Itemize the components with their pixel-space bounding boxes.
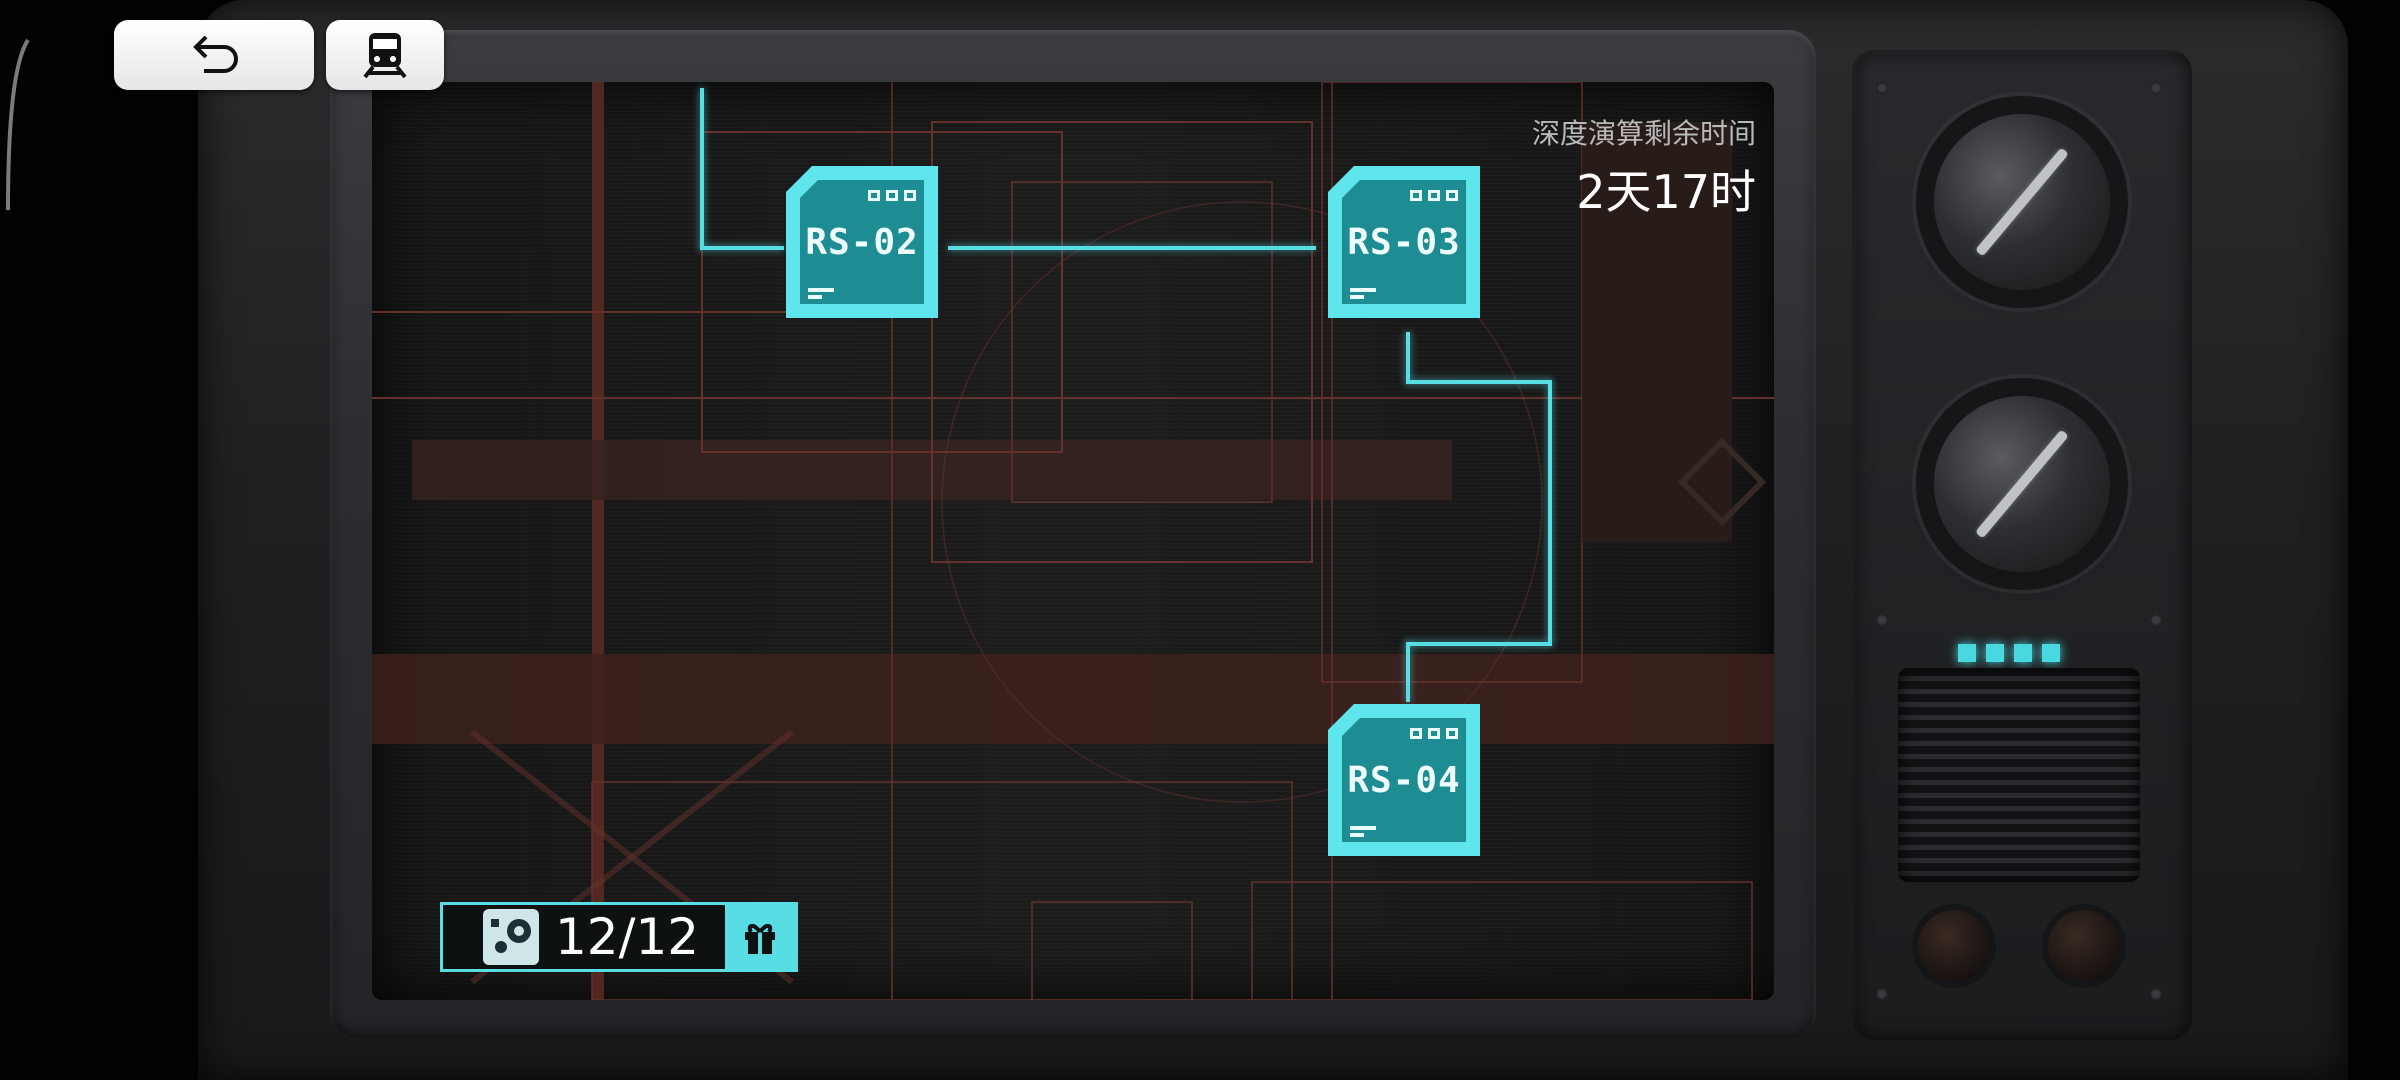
map-screen xyxy=(372,82,1774,1000)
node-face xyxy=(1342,180,1466,304)
screw xyxy=(1876,614,1888,626)
timer-label: 深度演算剩余时间 xyxy=(1531,117,1756,150)
node-label: RS-04 xyxy=(1347,760,1461,801)
connector-line xyxy=(700,88,704,248)
node-face xyxy=(1342,718,1466,842)
gift-icon xyxy=(745,924,775,954)
connector-line xyxy=(1406,332,1410,382)
connector-line xyxy=(700,246,784,250)
screw xyxy=(2150,988,2162,1000)
node-label: RS-03 xyxy=(1347,222,1461,263)
back-arrow-icon xyxy=(193,35,238,73)
connector-line xyxy=(1406,380,1550,384)
data-counter: 12/12 xyxy=(440,902,798,972)
connector-line xyxy=(1406,642,1552,646)
connector-line xyxy=(1548,380,1552,644)
screw xyxy=(1876,82,1888,94)
node-face xyxy=(800,180,924,304)
node-pins xyxy=(1410,728,1458,739)
node-label: RS-02 xyxy=(805,222,919,263)
screw xyxy=(2150,614,2162,626)
small-knob-left[interactable] xyxy=(1918,910,1990,982)
timer-value: 2天17时 xyxy=(1576,165,1756,219)
node-rs04[interactable]: RS-04 xyxy=(1328,704,1480,856)
connector-line xyxy=(948,246,1316,250)
screw xyxy=(1876,988,1888,1000)
dial-knob-top[interactable] xyxy=(1934,114,2110,290)
speaker-grille xyxy=(1898,668,2140,882)
node-pins xyxy=(1410,190,1458,201)
calculation-timer: 深度演算剩余时间 2天17时 xyxy=(1532,112,1756,222)
node-pins xyxy=(868,190,916,201)
counter-value: 12/12 xyxy=(555,908,700,966)
screw xyxy=(2150,82,2162,94)
node-rs02[interactable]: RS-02 xyxy=(786,166,938,318)
blueprint-background xyxy=(372,82,1774,1000)
data-chip-icon xyxy=(483,909,539,965)
node-rs03[interactable]: RS-03 xyxy=(1328,166,1480,318)
edge-decoration xyxy=(6,38,30,211)
indicator-leds xyxy=(1958,644,2060,662)
train-icon xyxy=(363,33,407,79)
reward-button[interactable] xyxy=(725,905,795,969)
dial-knob-bottom[interactable] xyxy=(1934,396,2110,572)
connector-line xyxy=(1406,642,1410,702)
back-button[interactable] xyxy=(114,20,314,90)
train-button[interactable] xyxy=(326,20,444,90)
small-knob-right[interactable] xyxy=(2048,910,2120,982)
